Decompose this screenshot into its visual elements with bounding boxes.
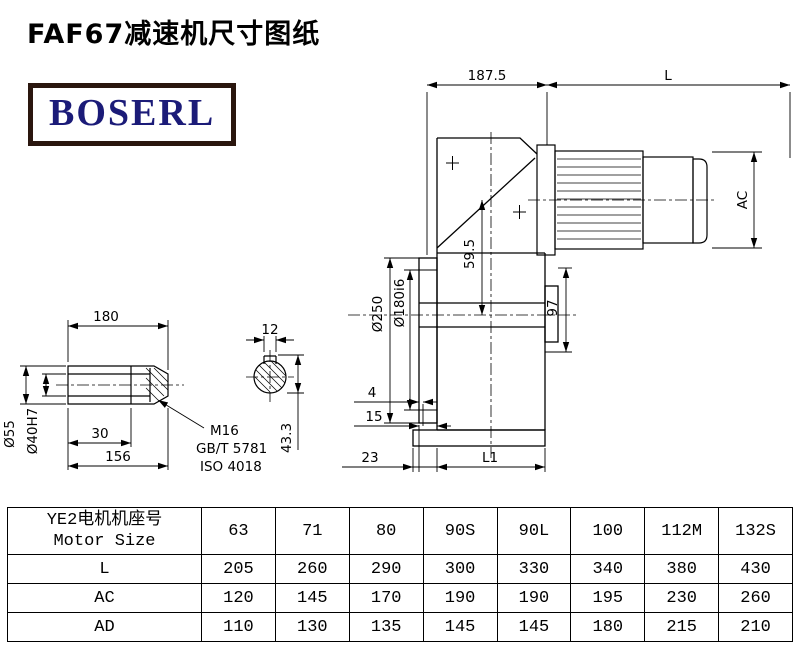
gearbox-outline [412, 137, 559, 447]
table-cell: 260 [274, 554, 350, 584]
mounting-flange [418, 257, 438, 424]
row-label: AD [7, 612, 202, 642]
motor-fan-cover [692, 158, 708, 244]
shaft-dim-d40-label: Ø40H7 [25, 408, 41, 455]
table-cell: 210 [718, 612, 793, 642]
housing-foot [412, 429, 546, 447]
shaft-dim-156-label: 156 [105, 449, 131, 465]
dim-187-5-label: 187.5 [468, 68, 507, 84]
table-cell: 110 [201, 612, 276, 642]
shaft-standard-gb-label: GB/T 5781 [196, 441, 267, 457]
motor-fins [557, 158, 641, 240]
dim-15-label: 15 [365, 409, 382, 425]
shaft-dimensions [20, 320, 304, 470]
housing-top-edge [437, 137, 538, 155]
table-header-motor-size: YE2电机机座号 Motor Size [7, 507, 202, 555]
dim-d250-label: Ø250 [370, 296, 386, 332]
shaft-dim-43-3-label: 43.3 [279, 423, 295, 453]
shaft-thread-label: M16 [210, 423, 239, 439]
table-cell: 340 [570, 554, 646, 584]
table-header-cell: 80 [348, 507, 424, 555]
table-cell: 230 [644, 583, 720, 613]
dim-L1-label: L1 [482, 450, 498, 466]
table-header-cell: 132S [718, 507, 793, 555]
table-header-row: YE2电机机座号 Motor Size 63 71 80 90S 90L 100… [7, 507, 793, 555]
dim-97-label: 97 [545, 299, 561, 316]
table-cell: 190 [496, 583, 572, 613]
shaft-standard-iso-label: ISO 4018 [200, 459, 262, 475]
shaft-dim-30-label: 30 [91, 426, 108, 442]
table-cell: 290 [348, 554, 424, 584]
shaft-dim-d55-label: Ø55 [2, 420, 18, 448]
table-header-cell: 71 [274, 507, 350, 555]
shaft-dim-12-label: 12 [261, 322, 278, 338]
table-cell: 145 [422, 612, 498, 642]
table-cell: 430 [718, 554, 793, 584]
table-row-L: L 205 260 290 300 330 340 380 430 [7, 554, 793, 584]
endview-hatching [254, 360, 287, 393]
dim-AC-label: AC [735, 191, 751, 209]
shaft-detail [67, 355, 287, 405]
table-cell: 215 [644, 612, 720, 642]
dimension-drawing: 187.5 L AC Ø250 Ø180i6 59.5 97 4 15 23 L… [2, 68, 791, 475]
dim-d180-label: Ø180i6 [392, 279, 408, 328]
table-row-AD: AD 110 130 135 145 145 180 215 210 [7, 612, 793, 642]
table-header-cell: 112M [644, 507, 720, 555]
table-cell: 190 [422, 583, 498, 613]
table-cell: 130 [274, 612, 350, 642]
table-cell: 180 [570, 612, 646, 642]
table-cell: 260 [718, 583, 793, 613]
dim-L-label: L [664, 68, 672, 84]
table-header-cell: 100 [570, 507, 646, 555]
bore-end-view [253, 360, 287, 394]
dimension-labels: 187.5 L AC Ø250 Ø180i6 59.5 97 4 15 23 L… [2, 68, 751, 475]
table-cell: 135 [348, 612, 424, 642]
table-header-cell: 63 [201, 507, 276, 555]
dim-23-label: 23 [361, 450, 378, 466]
table-header-en: Motor Size [53, 532, 156, 551]
table-cell: 145 [274, 583, 350, 613]
output-cover [544, 285, 559, 343]
shaft-outline [67, 365, 169, 405]
main-dimensions [342, 81, 791, 472]
table-header-cell: 90L [496, 507, 572, 555]
table-cell: 330 [496, 554, 572, 584]
dim-59-5-label: 59.5 [462, 239, 478, 269]
table-cell: 380 [644, 554, 720, 584]
dim-4-label: 4 [368, 385, 377, 401]
table-cell: 300 [422, 554, 498, 584]
table-cell: 205 [201, 554, 276, 584]
page-title: FAF67减速机尺寸图纸 [27, 19, 321, 50]
row-label: L [7, 554, 202, 584]
table-cell: 145 [496, 612, 572, 642]
centerlines [56, 132, 716, 458]
bolt-cross-marks [446, 156, 526, 219]
keyway [263, 355, 277, 364]
shaft-hatching [145, 367, 169, 401]
shaft-dim-180-label: 180 [93, 309, 119, 325]
table-cell: 120 [201, 583, 276, 613]
row-label: AC [7, 583, 202, 613]
motor-size-table: YE2电机机座号 Motor Size 63 71 80 90S 90L 100… [7, 507, 793, 642]
table-header-cn: YE2电机机座号 [46, 511, 163, 530]
table-row-AC: AC 120 145 170 190 190 195 230 260 [7, 583, 793, 613]
table-header-cell: 90S [422, 507, 498, 555]
brand-logo: BOSERL [28, 83, 237, 146]
table-cell: 195 [570, 583, 646, 613]
table-cell: 170 [348, 583, 424, 613]
